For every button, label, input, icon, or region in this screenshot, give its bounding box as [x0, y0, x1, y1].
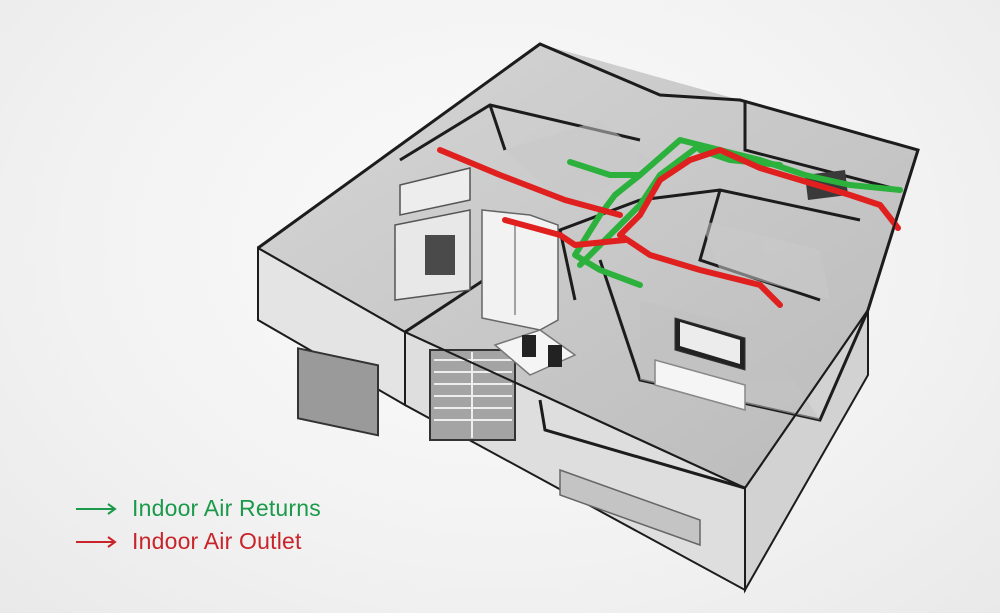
return-duct-branch-1	[567, 159, 643, 178]
arrow-right-icon	[76, 502, 117, 515]
outlet-duct-branch-1	[437, 147, 623, 218]
dining-table	[493, 329, 577, 376]
kitchen	[394, 167, 559, 331]
outlet-duct-main	[617, 147, 901, 238]
legend-item-returns: Indoor Air Returns	[76, 492, 321, 525]
legend-label-outlet: Indoor Air Outlet	[132, 528, 302, 554]
tv-unit	[654, 317, 746, 411]
exterior-windows	[297, 347, 701, 547]
outlet-duct-network	[437, 147, 901, 308]
outlet-duct-branch-3	[617, 232, 783, 308]
legend-label-returns: Indoor Air Returns	[132, 495, 321, 521]
outlet-duct-branch-2	[502, 217, 628, 248]
legend-item-outlet: Indoor Air Outlet	[76, 525, 321, 558]
legend: Indoor Air Returns Indoor Air Outlet	[76, 492, 321, 558]
perimeter-rim	[257, 149, 919, 490]
arrow-right-icon	[76, 535, 117, 548]
